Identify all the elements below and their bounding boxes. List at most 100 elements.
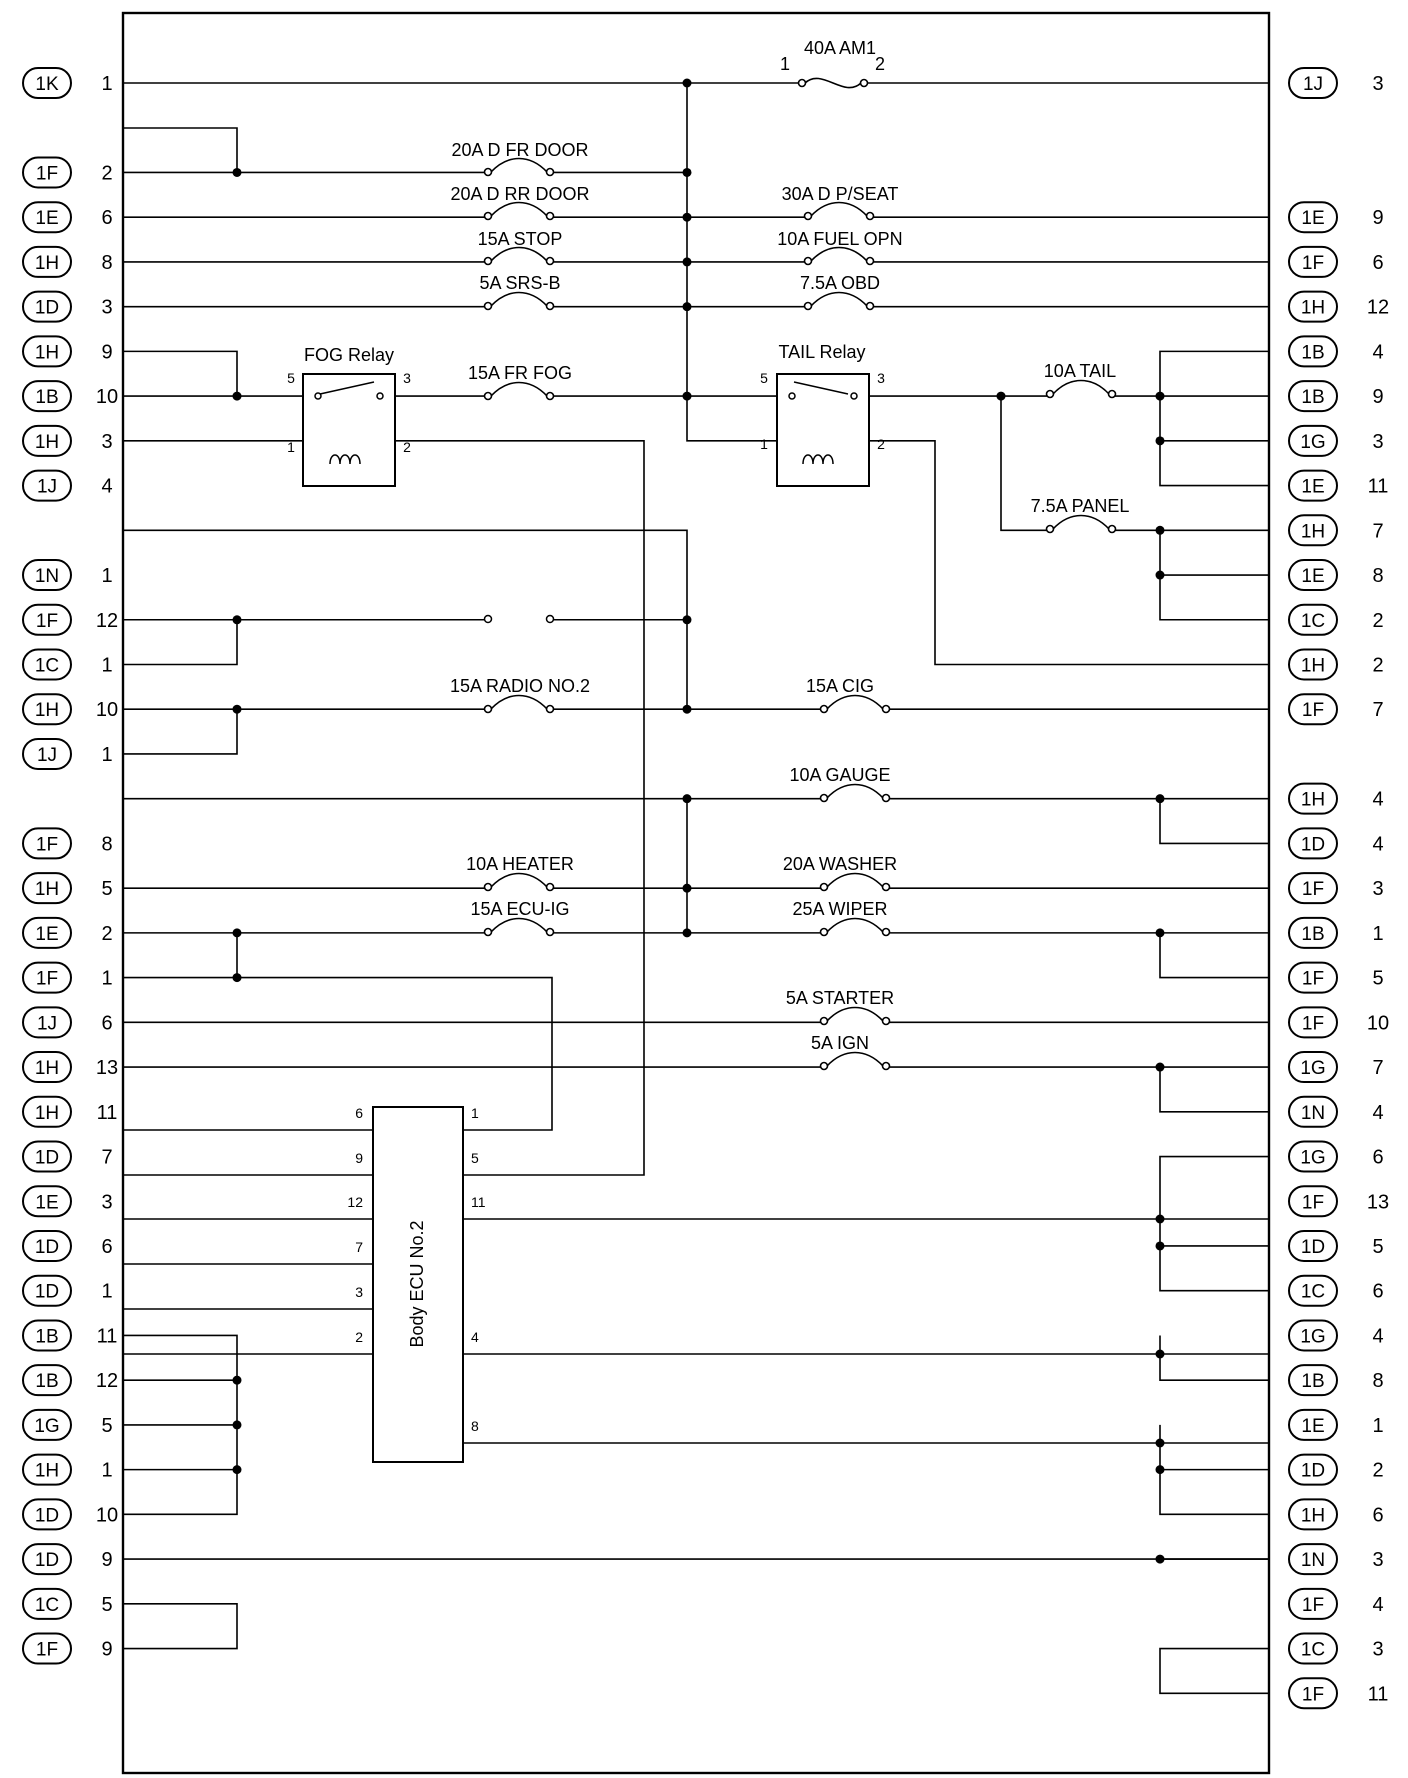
connector-oval-icon <box>22 1229 72 1262</box>
fuse-label: 25A WIPER <box>792 899 887 919</box>
junction-dot <box>1155 1349 1165 1359</box>
junction-dot <box>232 928 242 938</box>
wire <box>1159 1647 1268 1695</box>
connector-oval-icon <box>22 827 72 860</box>
fuse-10a-heater-icon <box>483 872 555 892</box>
connector-id: 1D <box>35 1505 59 1526</box>
fuse-15a-ecu-ig-icon <box>483 917 555 937</box>
connector-oval-icon <box>22 469 72 502</box>
relay-pin-label: 1 <box>287 439 295 455</box>
connector-oval-icon <box>22 1140 72 1173</box>
connector-pin: 4 <box>1372 341 1383 363</box>
connector-oval-icon <box>1288 1006 1338 1039</box>
relay-pin-label: 3 <box>403 370 411 386</box>
connector-id: 1B <box>1301 924 1324 945</box>
connector-oval-icon <box>22 1543 72 1576</box>
connector-id: 1E <box>1301 566 1324 587</box>
fuse-label: 15A ECU-IG <box>470 899 569 919</box>
connector-pin: 2 <box>1372 654 1383 676</box>
wire <box>1000 396 1050 532</box>
connector-id: 1N <box>1301 1550 1325 1571</box>
wiring <box>124 82 1268 1695</box>
connector-id: 1J <box>1303 74 1323 95</box>
fuse-20a-d-rr-door-icon <box>483 201 555 221</box>
fuse-label: 20A D FR DOOR <box>451 140 588 160</box>
ecu-pin-label: 3 <box>355 1284 363 1300</box>
connector-oval-icon <box>22 201 72 234</box>
junction-dot <box>232 704 242 714</box>
connector-pin: 3 <box>101 297 112 319</box>
relay-coil-icon <box>329 454 361 465</box>
connector-id: 1F <box>1302 1192 1324 1213</box>
wire <box>1159 932 1268 979</box>
fuse-label: 10A HEATER <box>466 854 574 874</box>
wire <box>124 350 238 397</box>
connector-id: 1H <box>1301 655 1325 676</box>
fuse-label: 5A IGN <box>811 1033 869 1053</box>
connector-pin: 9 <box>101 1549 112 1571</box>
connector-oval-icon <box>1288 245 1338 278</box>
connector-pin: 5 <box>101 878 112 900</box>
fuse-label: 10A GAUGE <box>789 765 890 785</box>
connector-pin: 2 <box>101 923 112 945</box>
fuse-25a-wiper-icon <box>819 917 891 937</box>
fuse-10a-gauge-icon <box>819 783 891 803</box>
connector-oval-icon <box>1288 201 1338 234</box>
connector-pin: 10 <box>1367 1012 1389 1034</box>
connector-pin: 10 <box>96 386 118 408</box>
connector-id: 1E <box>35 1192 58 1213</box>
connector-oval-icon <box>22 603 72 636</box>
connector-oval-icon <box>22 245 72 278</box>
connector-pin: 7 <box>1372 520 1383 542</box>
body-ecu-no2: Body ECU No.2 6 9 12 7 3 2 1 5 11 4 8 <box>347 1105 486 1463</box>
connector-pin: 6 <box>101 1236 112 1258</box>
connector-id: 1H <box>35 432 59 453</box>
fuse-label: 5A STARTER <box>786 988 894 1008</box>
connector-oval-icon <box>22 1498 72 1531</box>
connector-id: 1B <box>35 387 58 408</box>
connector-pin: 7 <box>101 1147 112 1169</box>
wire <box>124 127 238 173</box>
connector-oval-icon <box>1288 514 1338 547</box>
relay-pin-label: 2 <box>877 436 885 452</box>
connector-id: 1J <box>37 745 57 766</box>
connector-oval-icon <box>1288 1632 1338 1665</box>
connector-pin: 3 <box>1372 431 1383 453</box>
connector-pin: 2 <box>101 162 112 184</box>
connector-id: 1F <box>1302 1595 1324 1616</box>
junction-dot <box>1155 1214 1165 1224</box>
connector-oval-icon <box>22 156 72 189</box>
fuse-30a-d-pseat-icon <box>803 201 875 221</box>
connector-pin: 5 <box>101 1415 112 1437</box>
junction-dot <box>682 615 692 625</box>
connector-id: 1D <box>35 1550 59 1571</box>
connector-id: 1B <box>1301 342 1324 363</box>
connector-pin: 11 <box>1368 476 1389 498</box>
connector-oval-icon <box>22 1587 72 1620</box>
connector-pin: 11 <box>1368 1683 1389 1705</box>
connector-pin: 1 <box>101 73 112 95</box>
connector-pin: 3 <box>1372 878 1383 900</box>
ecu-pin-label: 9 <box>355 1150 363 1166</box>
fuse-label: 7.5A PANEL <box>1031 496 1130 516</box>
connector-pin: 3 <box>101 1191 112 1213</box>
junction-dot <box>1155 794 1165 804</box>
connector-id: 1D <box>1301 1461 1325 1482</box>
connector-pin: 4 <box>101 476 112 498</box>
connector-oval-icon <box>22 648 72 681</box>
